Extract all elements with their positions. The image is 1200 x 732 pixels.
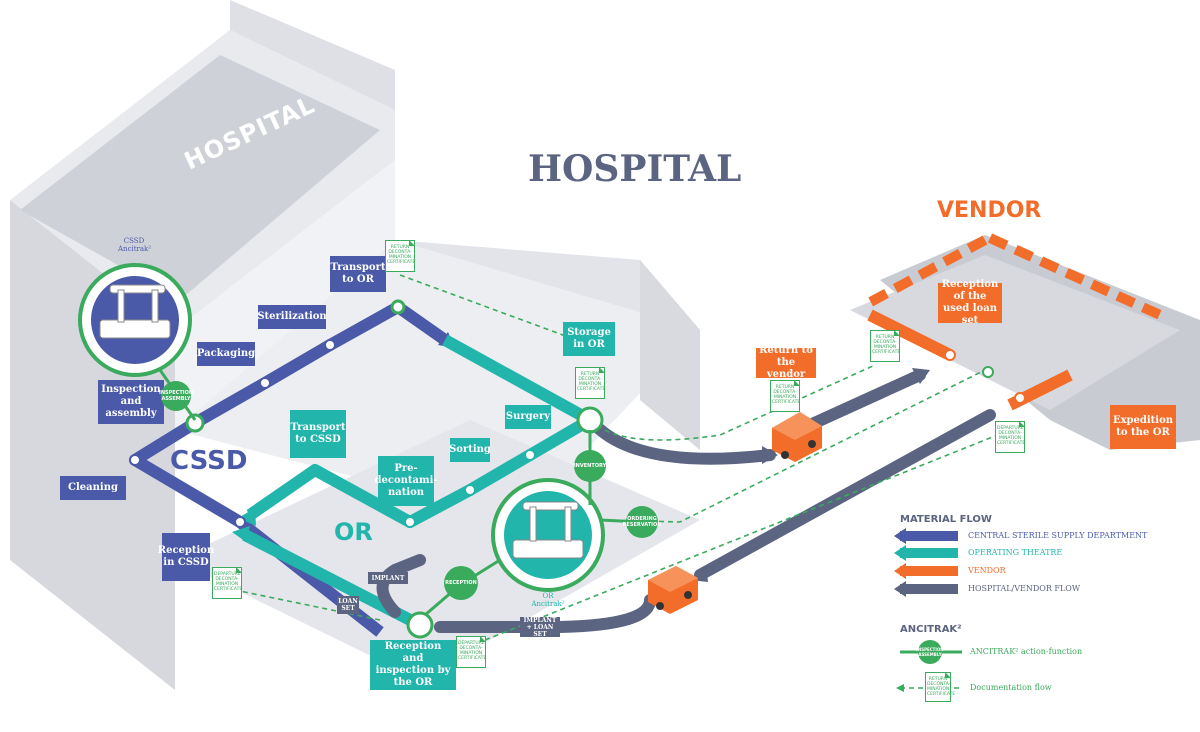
node-inspection-assembly: INSPECTION ASSEMBLY — [159, 381, 193, 411]
scanner-label-or: OR Ancitrak² — [531, 592, 565, 608]
station-return-vendor: Return to the vendor — [756, 345, 816, 380]
vendor-boundary — [862, 233, 1163, 320]
station-storage-or: Storage in OR — [563, 322, 615, 356]
legend-hv-flow: HOSPITAL/VENDOR FLOW — [968, 584, 1081, 593]
legend-or: OPERATING THEATRE — [968, 548, 1063, 557]
doc-departure-2: DEPARTURE DECONTA-MINATION CERTIFICATE — [212, 567, 242, 599]
tag-implant: IMPLANT — [368, 572, 408, 584]
legend-graphics — [894, 528, 962, 692]
tag-implant-loan-set: IMPLANT + LOAN SET — [520, 617, 560, 638]
doc-return-4: RETURN DECONTA-MINATION CERTIFICATE — [870, 330, 900, 362]
hv-arrowhead-2 — [912, 368, 930, 384]
legend-node-icon: INSPECTION ASSEMBLY — [916, 640, 944, 664]
tag-loan-set: LOAN SET — [337, 596, 359, 614]
cssd-scanner — [78, 263, 192, 377]
or-arrowhead-1 — [238, 508, 256, 526]
station-packaging: Packaging — [197, 342, 255, 366]
legend-doc-icon: RETURN DECONTA-MINATION CERTIFICATE — [925, 672, 955, 702]
station-cleaning: Cleaning — [60, 476, 126, 500]
station-predecon: Pre-decontami-nation — [375, 456, 438, 506]
station-transport-or: Transport to OR — [330, 256, 386, 292]
hospital-title: HOSPITAL — [528, 148, 742, 190]
station-reception-cssd: Reception in CSSD — [158, 533, 214, 581]
legend-cssd: CENTRAL STERILE SUPPLY DEPARTMENT — [968, 531, 1148, 540]
hv-flow — [376, 369, 996, 633]
station-inspection: Inspection and assembly — [98, 380, 164, 424]
cssd-zone-label: CSSD — [170, 446, 248, 476]
vendor-truck-1 — [772, 412, 822, 462]
station-sorting: Sorting — [449, 438, 491, 462]
vendor-title: VENDOR — [937, 198, 1042, 223]
or-zone-label: OR — [334, 518, 373, 546]
hv-arrowhead-1 — [762, 446, 778, 464]
vendor-truck-2 — [648, 566, 698, 614]
station-transport-cssd: Transport to CSSD — [290, 410, 346, 458]
scanner-label-cssd: CSSD Ancitrak² — [118, 237, 152, 253]
node-ordering: ORDERING RESERVATION — [623, 506, 661, 538]
node-inventory: INVENTORY — [574, 450, 606, 482]
legend-doc-flow: Documentation flow — [970, 683, 1052, 692]
doc-return-1: RETURN DECONTA-MINATION CERTIFICATE — [385, 240, 415, 272]
station-reception-or: Reception and inspection by the OR — [370, 640, 456, 690]
node-reception: RECEPTION — [444, 566, 478, 600]
doc-departure-3: DEPARTURE DECONTA-MINATION CERTIFICATE — [456, 636, 486, 668]
station-expedition: Expedition to the OR — [1110, 405, 1176, 449]
flow-stops — [129, 299, 1026, 639]
legend-ancitrak: ANCITRAK² — [900, 624, 962, 635]
legend-material-flow: MATERIAL FLOW — [900, 514, 992, 525]
station-reception-used: Reception of the used loan set — [938, 279, 1002, 326]
or-arrowhead-2 — [232, 526, 250, 542]
legend-vendor: VENDOR — [968, 566, 1006, 575]
doc-return-3: RETURN DECONTA-MINATION CERTIFICATE — [770, 380, 800, 412]
doc-departure-1: DEPARTURE DECONTA-MINATION CERTIFICATE — [995, 421, 1025, 453]
or-scanner — [491, 478, 605, 592]
legend-action: ANCITRAK² action-function — [970, 647, 1083, 656]
station-sterilization: Sterilization — [257, 305, 327, 329]
doc-return-2: RETURN DECONTA-MINATION CERTIFICATE — [575, 367, 605, 399]
station-surgery: Surgery — [505, 405, 551, 429]
